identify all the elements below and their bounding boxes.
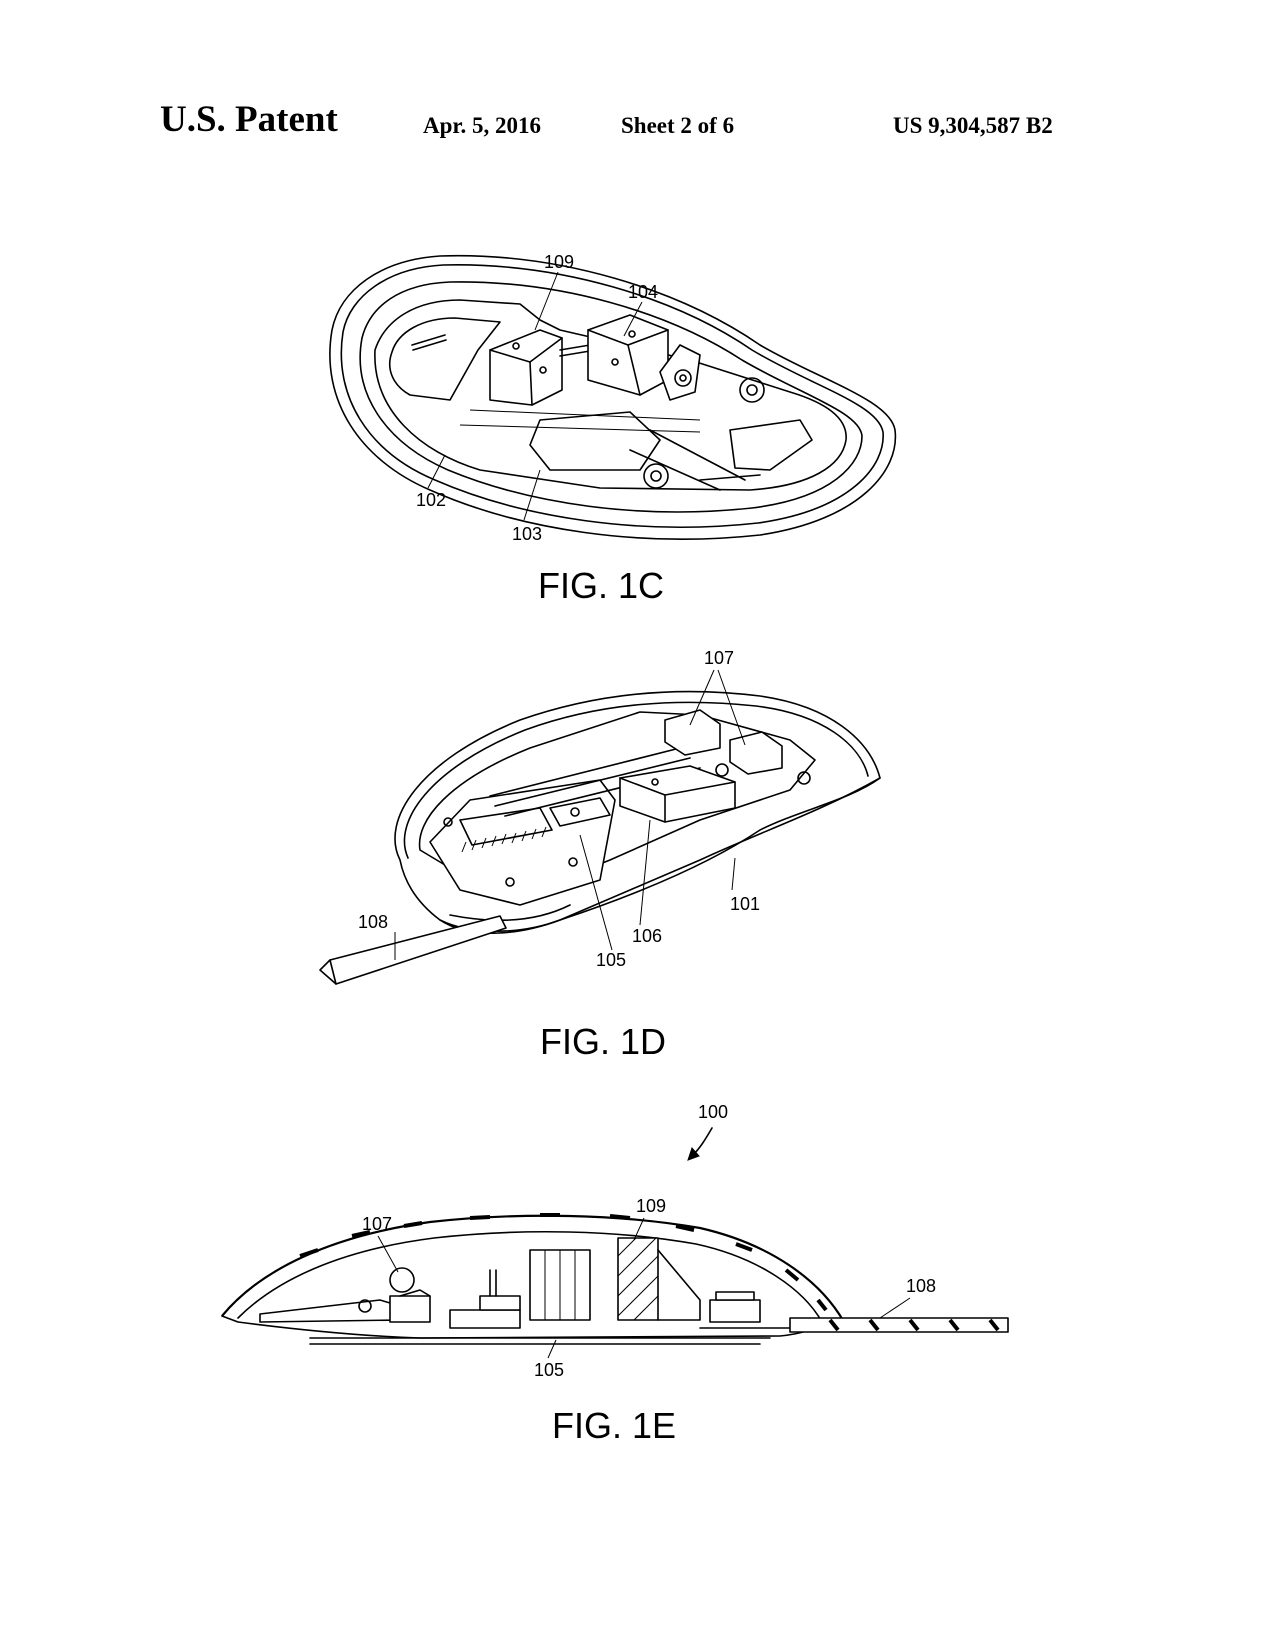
ref-105: 105: [596, 950, 626, 970]
chip-pins: [461, 826, 547, 853]
figure-1c-drawing: 109 104 102 103 FIG. 1C: [329, 252, 897, 606]
patent-number: US 9,304,587 B2: [893, 113, 1053, 138]
shell-hatching: [299, 1213, 828, 1312]
figure-1d-drawing: 107 101 108 106 105 FIG. 1D: [319, 648, 881, 1062]
ref-102: 102: [416, 490, 446, 510]
ref-108: 108: [358, 912, 388, 932]
ref-107: 107: [704, 648, 734, 668]
ref-100: 100: [698, 1102, 728, 1122]
figure-1e-drawing: 100: [221, 1102, 1009, 1446]
patent-date: Apr. 5, 2016: [423, 113, 541, 138]
column-hatching: [617, 1237, 659, 1321]
ref-109: 109: [636, 1196, 666, 1216]
ref-105: 105: [534, 1360, 564, 1380]
ref-106: 106: [632, 926, 662, 946]
ref-103: 103: [512, 524, 542, 544]
ref-101: 101: [730, 894, 760, 914]
ref-109: 109: [544, 252, 574, 272]
ref-108: 108: [906, 1276, 936, 1296]
ref-107: 107: [362, 1214, 392, 1234]
ref-104: 104: [628, 282, 658, 302]
caption-fig-1e: FIG. 1E: [552, 1405, 676, 1446]
cable-hatching: [828, 1318, 1000, 1332]
caption-fig-1d: FIG. 1D: [540, 1021, 666, 1062]
caption-fig-1c: FIG. 1C: [538, 565, 664, 606]
patent-title: U.S. Patent: [160, 99, 338, 140]
sheet-number: Sheet 2 of 6: [621, 113, 735, 138]
